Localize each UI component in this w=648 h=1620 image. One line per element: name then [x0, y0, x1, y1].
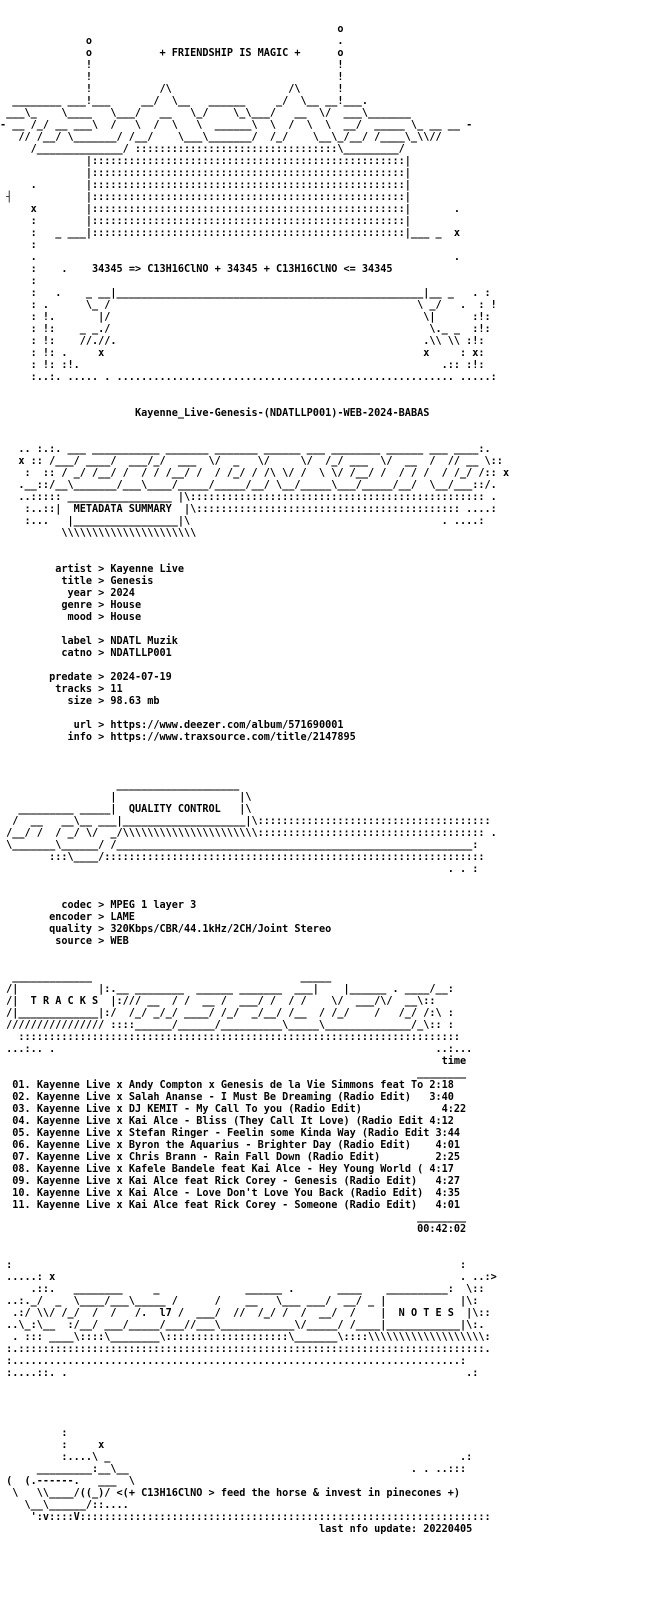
notes-heading: N O T E S	[398, 1308, 454, 1319]
last-update: last nfo update: 20220405	[318, 1524, 473, 1535]
track-09: 09. Kayenne Live x Kai Alce feat Rick Co…	[12, 1176, 461, 1187]
track-11: 11. Kayenne Live x Kai Alce feat Rick Co…	[12, 1200, 461, 1211]
tracks-heading: T R A C K S	[30, 996, 99, 1007]
track-06: 06. Kayenne Live x Byron the Aquarius - …	[12, 1140, 461, 1151]
track-01: 01. Kayenne Live x Andy Compton x Genesi…	[12, 1080, 454, 1091]
predate-value: 2024-07-19	[110, 672, 172, 683]
formula: 34345 => C13H16ClNO + 34345 + C13H16ClNO…	[92, 264, 393, 275]
quality-heading: QUALITY CONTROL	[128, 804, 221, 815]
mood-value: House	[110, 612, 142, 623]
info-value: https://www.traxsource.com/title/2147895	[110, 732, 356, 743]
header-tagline: + FRIENDSHIP IS MAGIC +	[159, 48, 301, 59]
year-value: 2024	[110, 588, 135, 599]
catno-value: NDATLLP001	[110, 648, 172, 659]
footer-tagline: <(+ C13H16ClNO > feed the horse & invest…	[116, 1488, 461, 1499]
total-time: 00:42:02	[417, 1224, 467, 1235]
encoder-value: LAME	[110, 912, 135, 923]
track-02: 02. Kayenne Live x Salah Ananse - I Must…	[12, 1092, 454, 1103]
tracklist: 01. Kayenne Live x Andy Compton x Genesi…	[0, 1080, 466, 1211]
tracks-value: 11	[110, 684, 123, 695]
title-value: Genesis	[110, 576, 154, 587]
quality-value: 320Kbps/CBR/44.1kHz/2CH/Joint Stereo	[110, 924, 332, 935]
url-value: https://www.deezer.com/album/571690001	[110, 720, 344, 731]
track-10: 10. Kayenne Live x Kai Alce - Love Don't…	[12, 1188, 461, 1199]
label-value: NDATL Muzik	[110, 636, 178, 647]
track-04: 04. Kayenne Live x Kai Alce - Bliss (The…	[12, 1116, 454, 1127]
metadata-heading: METADATA SUMMARY	[73, 504, 172, 515]
track-03: 03. Kayenne Live x DJ KEMIT - My Call To…	[12, 1104, 467, 1115]
time-header: time	[441, 1056, 467, 1067]
artist-value: Kayenne Live	[110, 564, 185, 575]
size-value: 98.63 mb	[110, 696, 160, 707]
track-07: 07. Kayenne Live x Chris Brann - Rain Fa…	[12, 1152, 461, 1163]
codec-value: MPEG 1 layer 3	[110, 900, 197, 911]
track-08: 08. Kayenne Live x Kafele Bandele feat K…	[12, 1164, 454, 1175]
source-value: WEB	[110, 936, 129, 947]
release-name: Kayenne_Live-Genesis-(NDATLLP001)-WEB-20…	[134, 408, 430, 419]
genre-value: House	[110, 600, 142, 611]
track-05: 05. Kayenne Live x Stefan Ringer - Feeli…	[12, 1128, 461, 1139]
